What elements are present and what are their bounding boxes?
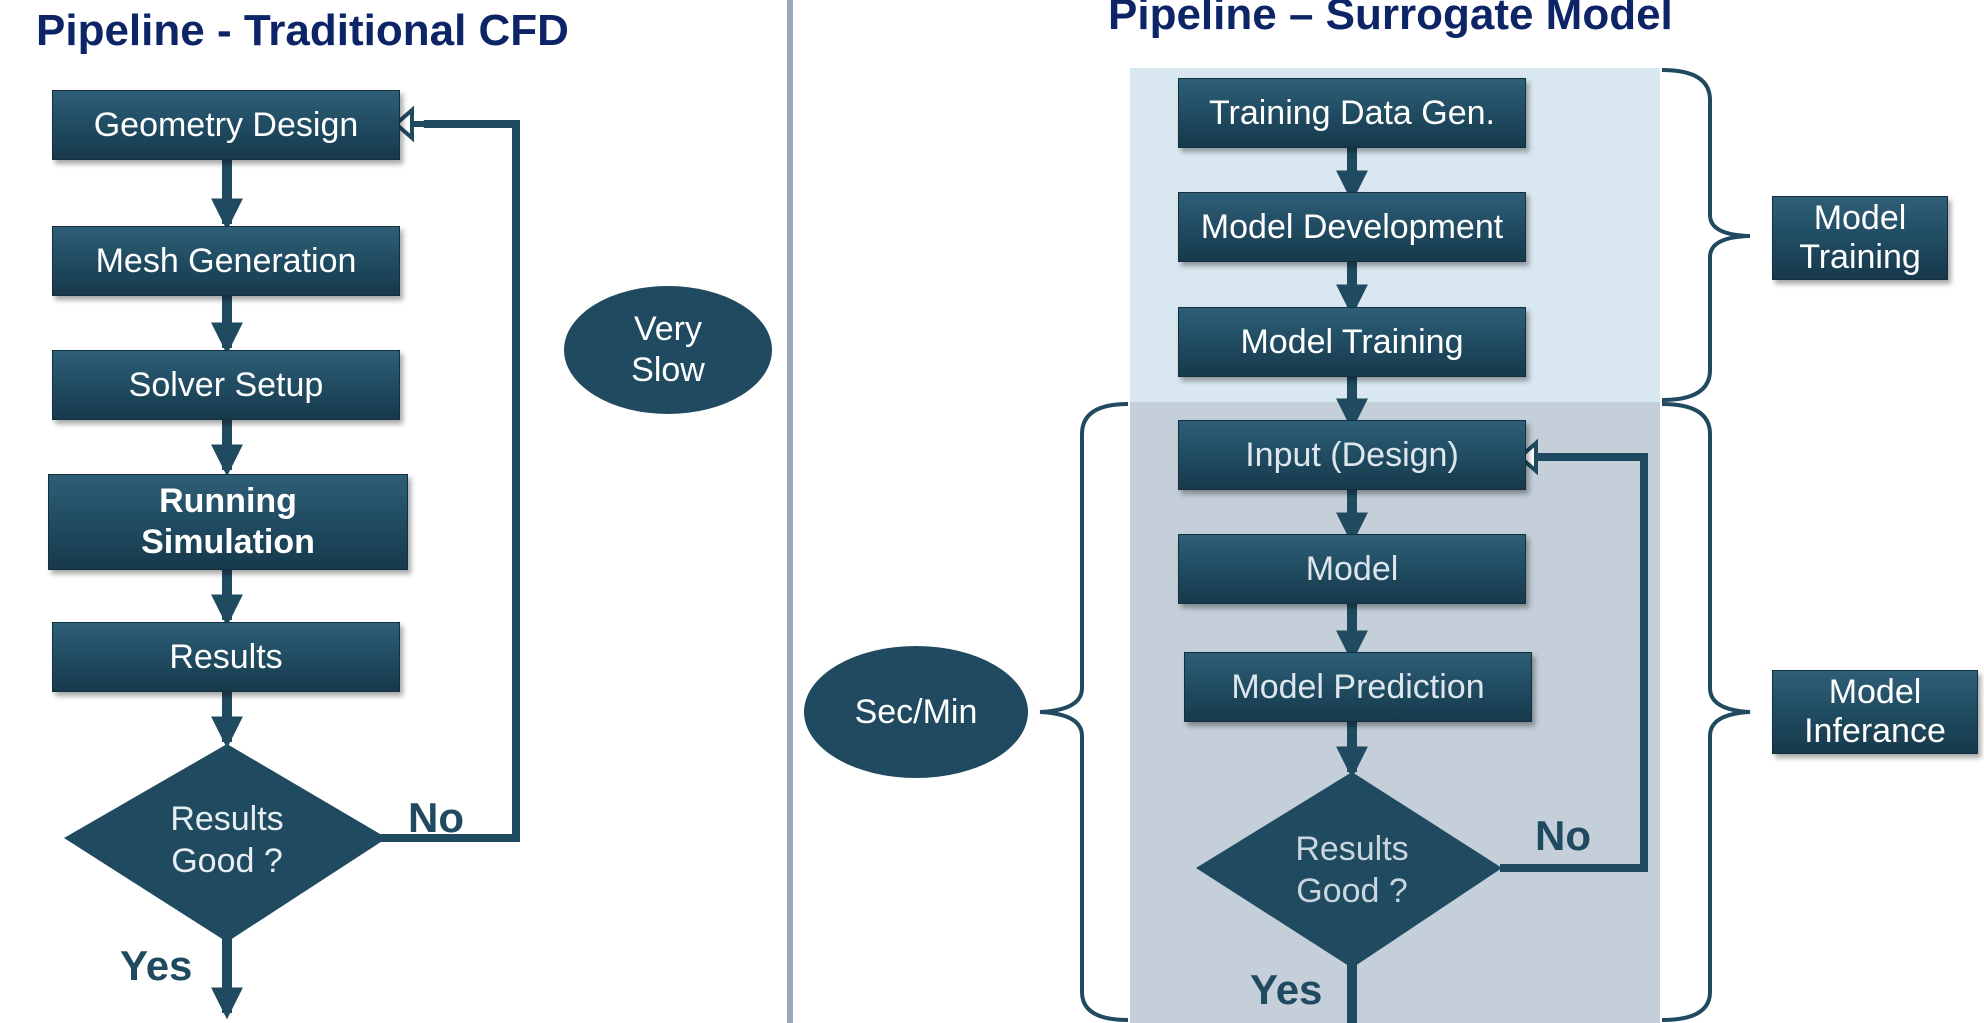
running-simulation-step: Running Simulation xyxy=(48,474,408,570)
right-no-loop xyxy=(1500,453,1648,872)
model-development-step: Model Development xyxy=(1178,192,1526,262)
left-decision-diamond xyxy=(64,744,387,942)
training-brace xyxy=(1661,68,1751,402)
right-yes-label: Yes xyxy=(1250,966,1323,1013)
training-data-gen-step: Training Data Gen. xyxy=(1178,78,1526,148)
model-training-phase-label: Model Training xyxy=(1772,196,1948,280)
right-pipeline-title: Pipeline – Surrogate Model xyxy=(1108,0,1673,39)
right-decision-text: Results Good ? xyxy=(1295,829,1409,911)
model-inference-phase-label: Model Inferance xyxy=(1772,670,1978,754)
inference-brace xyxy=(1661,402,1751,1022)
model-prediction-step: Model Prediction xyxy=(1184,652,1532,722)
model-step: Model xyxy=(1178,534,1526,604)
left-yes-label: Yes xyxy=(120,942,193,989)
mesh-generation-step: Mesh Generation xyxy=(52,226,400,296)
left-no-label: No xyxy=(408,794,464,841)
solver-setup-step: Solver Setup xyxy=(52,350,400,420)
sec-min-oval: Sec/Min xyxy=(804,646,1028,778)
left-pipeline-title: Pipeline - Traditional CFD xyxy=(36,6,569,55)
model-training-step: Model Training xyxy=(1178,307,1526,377)
right-decision-diamond xyxy=(1196,772,1502,968)
input-design-step: Input (Design) xyxy=(1178,420,1526,490)
left-decision-text: Results Good ? xyxy=(170,799,284,881)
left-loop-arrowhead xyxy=(392,105,414,143)
geometry-design-step: Geometry Design xyxy=(52,90,400,160)
right-no-label: No xyxy=(1535,812,1591,859)
speed-brace xyxy=(1039,402,1129,1022)
results-step: Results xyxy=(52,622,400,692)
very-slow-oval: Very Slow xyxy=(564,286,772,414)
right-loop-arrowhead xyxy=(1516,438,1538,476)
